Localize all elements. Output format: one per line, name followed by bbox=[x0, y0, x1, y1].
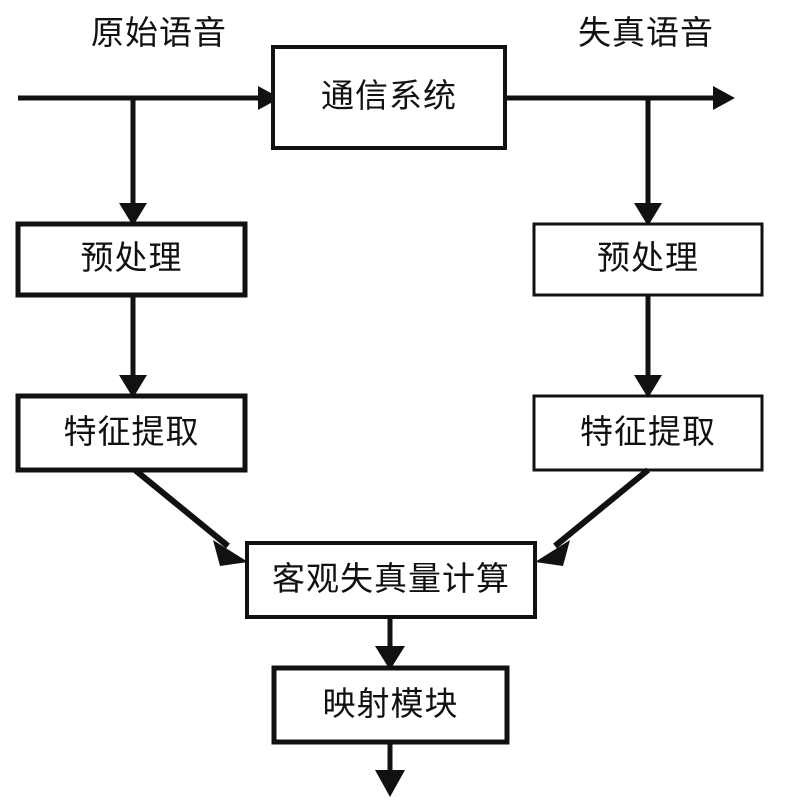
node-communication-system bbox=[271, 45, 507, 150]
node-feature-extraction-left bbox=[15, 393, 248, 473]
input-signal-label: 原始语音 bbox=[91, 16, 227, 52]
edge-comm-to-output bbox=[505, 86, 735, 110]
node-mapping-module bbox=[271, 665, 510, 745]
node-preprocess-left bbox=[15, 221, 248, 298]
output-signal-label: 失真语音 bbox=[578, 16, 714, 52]
node-objective-distortion-calc bbox=[245, 541, 537, 619]
edge-feature-right-to-distortion bbox=[535, 467, 650, 566]
edge-mapping-output bbox=[375, 742, 405, 797]
edge-preprocess-left-to-feature-left bbox=[119, 295, 147, 398]
edge-preprocess-right-to-feature-right bbox=[634, 295, 662, 398]
edge-input-to-comm bbox=[18, 86, 280, 110]
edge-distortion-to-mapping bbox=[375, 617, 405, 670]
node-feature-extraction-right bbox=[532, 394, 764, 472]
edge-output-tap-to-preprocess-right bbox=[634, 98, 662, 226]
edge-input-tap-to-preprocess-left bbox=[119, 98, 147, 226]
node-preprocess-right bbox=[532, 222, 764, 297]
edge-feature-left-to-distortion bbox=[133, 467, 248, 566]
